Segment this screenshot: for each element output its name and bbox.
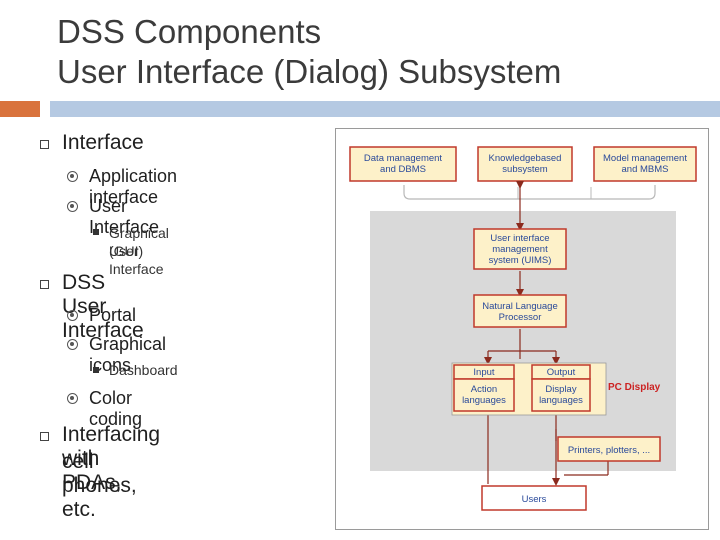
filled-square-bullet-icon	[93, 229, 99, 235]
bullet-user-interface: User Interface	[89, 196, 160, 237]
circle-bullet-icon	[67, 171, 78, 182]
action-label-2: languages	[462, 395, 506, 406]
uims-box	[473, 228, 567, 270]
bullet-gui-2: (GUI)	[109, 243, 144, 259]
diagram-svg: Data management and DBMS Knowledgebased …	[349, 146, 697, 511]
bullet-pda-2: cell phones, etc.	[62, 450, 137, 521]
dss-ui-diagram: Data management and DBMS Knowledgebased …	[335, 128, 709, 530]
knowledge-box	[477, 146, 573, 182]
uims-label-2: management	[492, 244, 548, 255]
slide-title: DSS Components User Interface (Dialog) S…	[57, 12, 561, 92]
printers-label: Printers, plotters, ...	[568, 445, 650, 456]
data-mgmt-label-2: and DBMS	[380, 164, 426, 175]
model-mgmt-label-1: Model management	[603, 153, 687, 164]
title-line-2: User Interface (Dialog) Subsystem	[57, 53, 562, 90]
bullet-pda-1: Interfacing with PDAs,	[62, 423, 161, 494]
action-languages-box	[453, 378, 515, 412]
model-management-box	[593, 146, 697, 182]
circle-bullet-icon	[67, 339, 78, 350]
bullet-dashboard: Dashboard	[109, 362, 178, 378]
users-label: Users	[522, 494, 547, 505]
accent-bar-orange	[0, 101, 40, 117]
uims-label-1: User interface	[490, 233, 549, 244]
bullet-gui-1: Graphical User Interface	[109, 225, 169, 277]
knowledge-label-1: Knowledgebased	[489, 153, 562, 164]
display-label-1: Display	[545, 384, 576, 395]
circle-bullet-icon	[67, 310, 78, 321]
model-mgmt-label-2: and MBMS	[622, 164, 669, 175]
data-management-box	[349, 146, 457, 182]
data-mgmt-label-1: Data management	[364, 153, 443, 164]
bullet-graphical-icons: Graphical icons	[89, 334, 167, 375]
input-label: Input	[473, 367, 494, 378]
users-box	[481, 485, 587, 511]
circle-bullet-icon	[67, 201, 78, 212]
display-languages-box	[531, 378, 591, 412]
nlp-label-1: Natural Language	[482, 301, 558, 312]
accent-bar-blue	[50, 101, 720, 117]
output-label: Output	[547, 367, 576, 378]
title-line-1: DSS Components	[57, 13, 322, 50]
bullet-interface: Interface	[62, 131, 144, 154]
square-bullet-icon	[40, 140, 49, 149]
filled-square-bullet-icon	[93, 367, 99, 373]
circle-bullet-icon	[67, 393, 78, 404]
bullet-app-interface: Application interface	[89, 166, 178, 207]
nlp-box	[473, 294, 567, 328]
square-bullet-icon	[40, 432, 49, 441]
bullet-color-coding: Color coding	[89, 388, 143, 429]
top-connector	[403, 185, 656, 200]
pc-display-label: PC Display	[608, 382, 661, 393]
action-label-1: Action	[471, 384, 497, 395]
uims-label-3: system (UIMS)	[489, 255, 552, 266]
bullet-portal: Portal	[89, 305, 137, 325]
nlp-label-2: Processor	[499, 312, 542, 323]
printers-box	[557, 436, 661, 462]
display-label-2: languages	[539, 395, 583, 406]
square-bullet-icon	[40, 280, 49, 289]
knowledge-label-2: subsystem	[502, 164, 547, 175]
